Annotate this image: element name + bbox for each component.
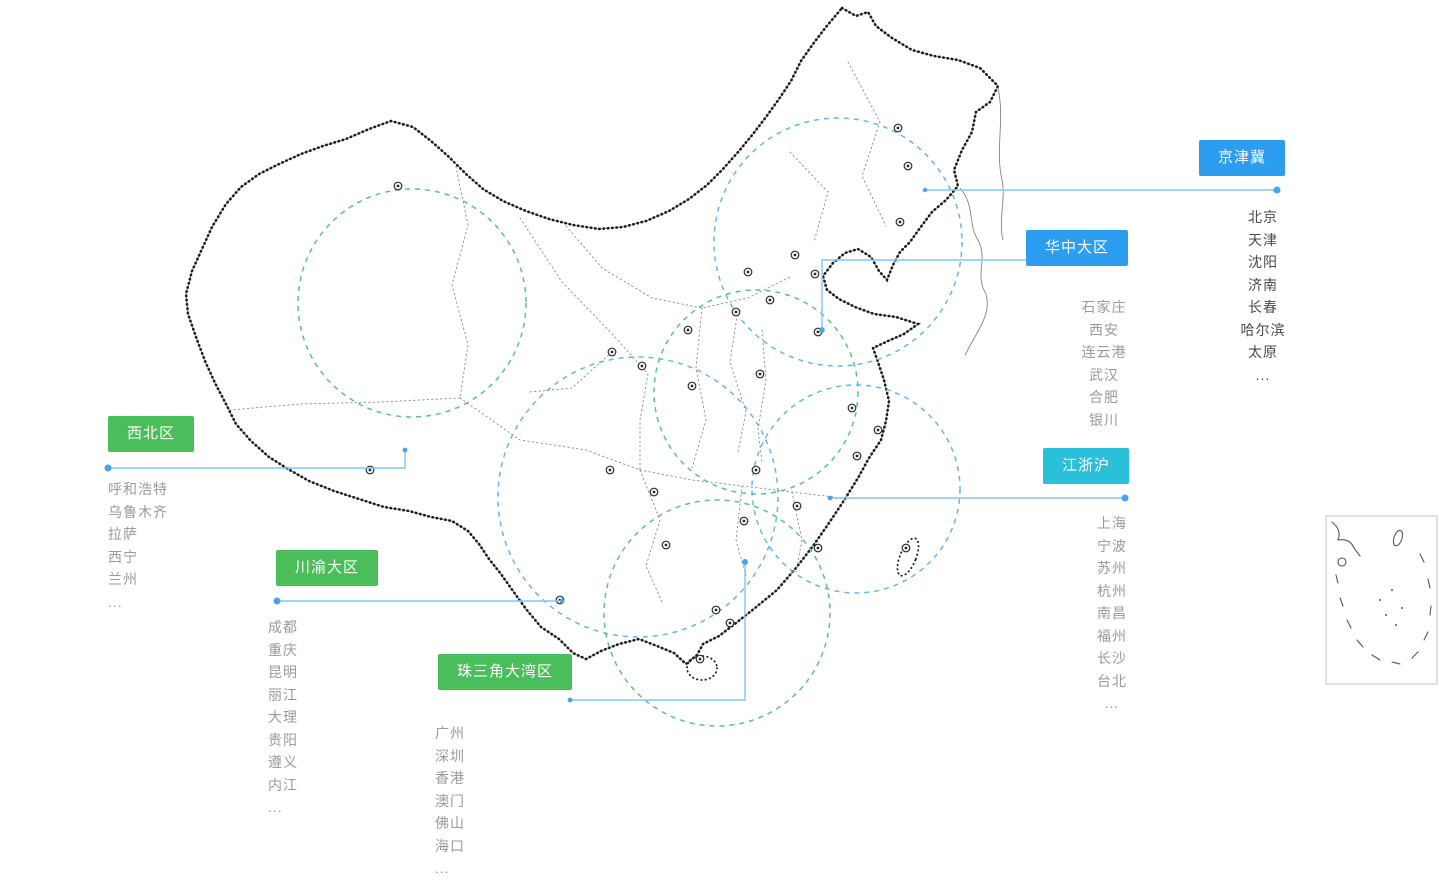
hainan-island <box>686 655 718 681</box>
city-name: 香港 <box>435 770 465 786</box>
region-badge-huazhong[interactable]: 华中大区 <box>1026 230 1129 266</box>
city-name: 哈尔滨 <box>1240 321 1286 338</box>
city-name: 乌鲁木齐 <box>108 503 168 520</box>
city-name: 南昌 <box>1097 605 1127 621</box>
city-markers <box>365 123 913 664</box>
city-list-jiangzhehu: 上海宁波苏州杭州南昌福州长沙台北... <box>1048 512 1176 715</box>
city-marker-rings <box>365 123 913 664</box>
city-list-chuanyu: 成都重庆昆明丽江大理贵阳遵义内江... <box>268 616 298 819</box>
city-name: 太原 <box>1248 344 1278 360</box>
city-name: ... <box>435 860 450 876</box>
city-name: 沈阳 <box>1248 254 1278 270</box>
taiwan-island <box>896 537 920 577</box>
city-name: ... <box>1255 366 1271 383</box>
city-name: 合肥 <box>1089 389 1119 405</box>
city-name: 兰州 <box>108 571 138 587</box>
province-borders <box>229 61 887 603</box>
city-name: 天津 <box>1248 231 1278 248</box>
city-name: 拉萨 <box>108 526 138 542</box>
region-badge-chuanyu[interactable]: 川渝大区 <box>276 550 379 586</box>
city-name: 呼和浩特 <box>108 481 168 497</box>
region-badge-jiangzhehu[interactable]: 江浙沪 <box>1043 448 1130 484</box>
region-circle-chuanyu <box>497 356 779 638</box>
city-name: 大理 <box>268 709 298 725</box>
city-name: 丽江 <box>268 686 298 703</box>
inset-hainan <box>1337 557 1347 567</box>
leader-line-zhusanjiao <box>570 562 746 701</box>
city-name: 台北 <box>1097 672 1127 689</box>
city-name: 石家庄 <box>1081 299 1127 315</box>
city-name: 重庆 <box>268 641 298 658</box>
inset-taiwan <box>1392 529 1404 547</box>
city-list-huazhong: 石家庄西安连云港武汉合肥银川 <box>1040 296 1168 431</box>
leader-lines <box>104 186 1281 703</box>
leader-line-xibei <box>108 450 406 469</box>
region-circle-zhusanjiao <box>603 499 831 727</box>
foreign-coastline <box>959 87 1004 356</box>
city-name: 上海 <box>1097 515 1127 531</box>
city-name: ... <box>108 593 123 610</box>
city-name: 西安 <box>1089 321 1119 338</box>
region-circle-xibei <box>297 188 527 418</box>
region-badge-zhusanjiao[interactable]: 珠三角大湾区 <box>438 654 573 690</box>
city-name: 深圳 <box>435 747 465 764</box>
city-name: 昆明 <box>268 664 298 680</box>
region-badge-jingjinji[interactable]: 京津冀 <box>1199 140 1286 176</box>
city-name: 北京 <box>1248 209 1278 225</box>
city-name: 遵义 <box>268 754 298 770</box>
city-name: ... <box>1104 695 1120 711</box>
city-name: 连云港 <box>1081 344 1127 360</box>
city-name: 西宁 <box>108 548 138 565</box>
city-name: 济南 <box>1248 276 1278 293</box>
city-name: 长春 <box>1248 299 1278 315</box>
city-name: ... <box>268 799 283 815</box>
city-name: 杭州 <box>1097 582 1127 599</box>
region-circle-jingjinji <box>713 117 963 367</box>
region-circle-jiangzhehu <box>751 384 961 594</box>
city-name: 广州 <box>435 725 465 741</box>
region-circles <box>297 117 963 727</box>
city-name: 长沙 <box>1097 650 1127 666</box>
city-list-xibei: 呼和浩特乌鲁木齐拉萨西宁兰州... <box>108 478 168 613</box>
city-name: 武汉 <box>1089 366 1119 383</box>
china-outline <box>184 6 1000 681</box>
city-name: 福州 <box>1097 627 1127 644</box>
south-china-sea-inset <box>1325 515 1438 685</box>
city-marker-dots <box>368 126 910 661</box>
city-list-jingjinji: 北京天津沈阳济南长春哈尔滨太原... <box>1199 206 1327 386</box>
city-name: 成都 <box>268 619 298 635</box>
city-list-zhusanjiao: 广州深圳香港澳门佛山海口... <box>435 722 465 880</box>
city-name: 佛山 <box>435 815 465 831</box>
region-badge-xibei[interactable]: 西北区 <box>108 416 195 452</box>
city-name: 海口 <box>435 837 465 854</box>
leader-line-huazhong <box>821 259 1026 330</box>
city-name: 内江 <box>268 776 298 793</box>
city-name: 贵阳 <box>268 731 298 748</box>
city-name: 宁波 <box>1097 537 1127 554</box>
city-name: 苏州 <box>1097 560 1127 576</box>
city-name: 银川 <box>1089 411 1119 428</box>
region-circle-huazhong <box>653 289 859 495</box>
city-name: 澳门 <box>435 792 465 809</box>
